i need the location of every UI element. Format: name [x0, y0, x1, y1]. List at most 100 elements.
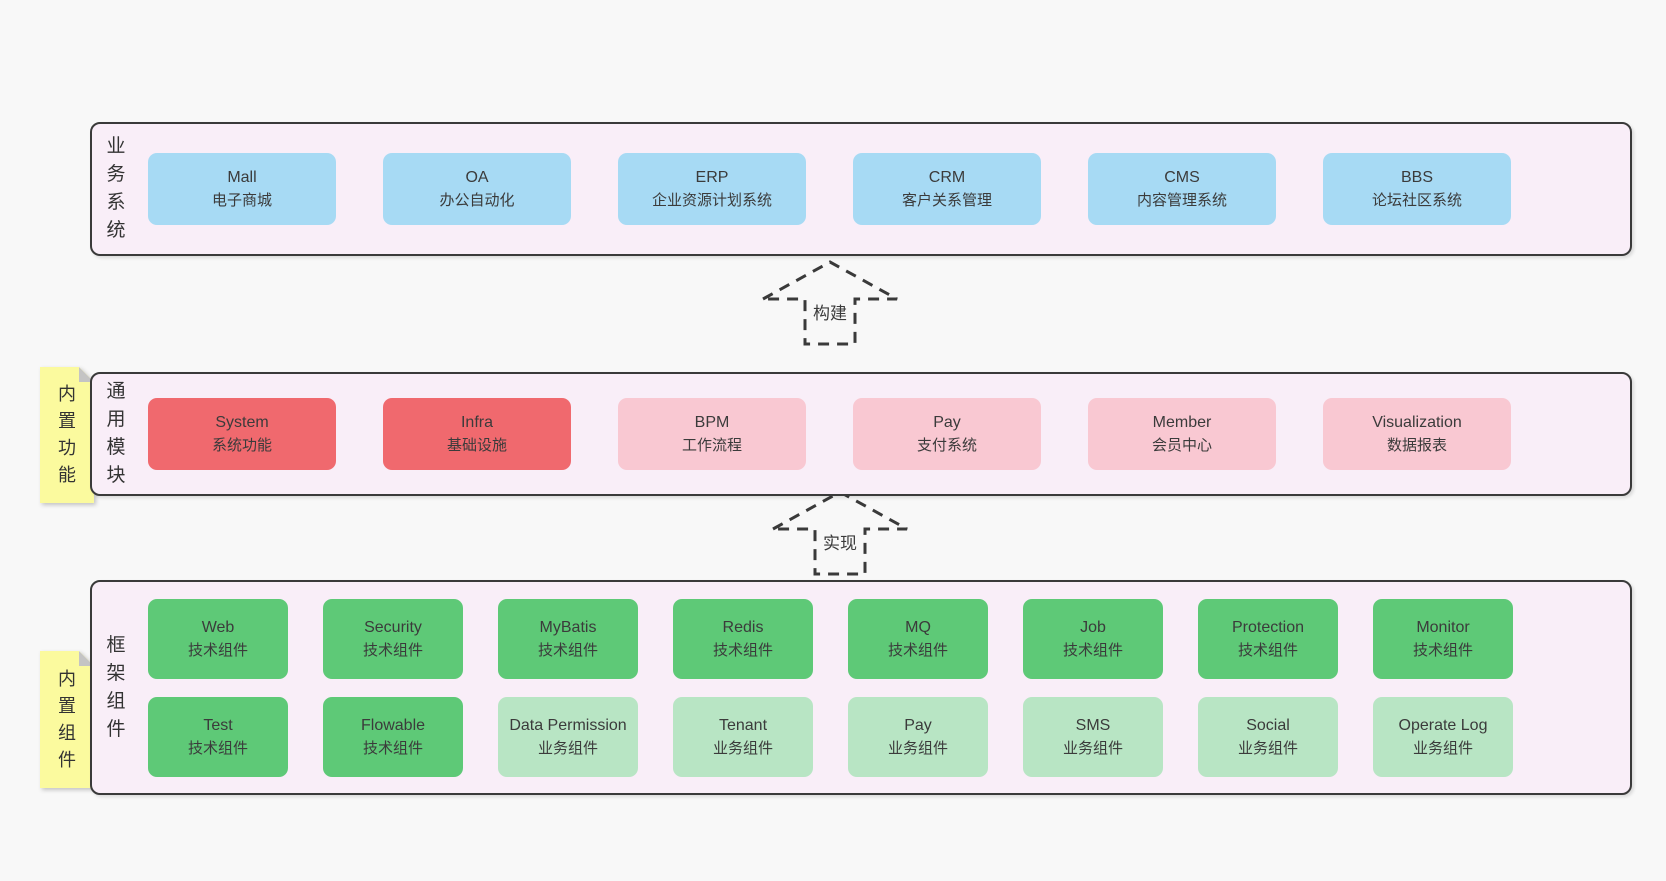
panel-label-modules: 通用模块	[106, 381, 126, 486]
box-title: Operate Log	[1398, 716, 1488, 734]
business-box-row: Mall 电子商城 OA 办公自动化 ERP 企业资源计划系统 CRM 客户关系…	[148, 153, 1511, 225]
component-box-monitor: Monitor 技术组件	[1373, 598, 1513, 679]
box-subtitle: 技术组件	[187, 739, 248, 757]
sticky-note-builtin-features: 内置功能	[40, 367, 94, 503]
component-box-security: Security 技术组件	[323, 598, 463, 679]
framework-components-panel: 框架组件 Web 技术组件 Security 技术组件 MyBatis 技术组件…	[90, 580, 1632, 795]
box-title: System	[215, 414, 269, 431]
sticky-note-builtin-components: 内置组件	[40, 651, 94, 788]
box-subtitle: 技术组件	[712, 641, 773, 659]
component-box-test: Test 技术组件	[148, 696, 288, 777]
box-title: Redis	[722, 618, 764, 636]
box-title: Flowable	[360, 716, 426, 734]
box-subtitle: 办公自动化	[439, 192, 515, 209]
box-subtitle: 支付系统	[916, 437, 977, 454]
box-title: MyBatis	[539, 618, 597, 636]
component-box-pay: Pay 业务组件	[848, 696, 988, 777]
box-subtitle: 内容管理系统	[1136, 192, 1227, 209]
box-title: Social	[1246, 716, 1290, 734]
box-subtitle: 业务组件	[537, 739, 598, 757]
system-box-erp: ERP 企业资源计划系统	[618, 153, 806, 225]
box-subtitle: 论坛社区系统	[1371, 192, 1462, 209]
component-box-flowable: Flowable 技术组件	[323, 696, 463, 777]
common-modules-panel: 通用模块 System 系统功能 Infra 基础设施 BPM 工作流程 Pay…	[90, 372, 1632, 496]
box-subtitle: 技术组件	[362, 739, 423, 757]
box-subtitle: 技术组件	[1237, 641, 1298, 659]
box-title: BBS	[1400, 169, 1433, 186]
module-box-member: Member 会员中心	[1088, 398, 1276, 470]
box-subtitle: 技术组件	[537, 641, 598, 659]
dashed-arrow-icon	[772, 490, 908, 576]
box-subtitle: 数据报表	[1386, 437, 1447, 454]
business-systems-panel: 业务系统 Mall 电子商城 OA 办公自动化 ERP 企业资源计划系统 CRM…	[90, 122, 1632, 256]
component-box-job: Job 技术组件	[1023, 598, 1163, 679]
box-title: Security	[364, 618, 422, 636]
component-box-protection: Protection 技术组件	[1198, 598, 1338, 679]
box-subtitle: 业务组件	[1412, 739, 1473, 757]
module-box-bpm: BPM 工作流程	[618, 398, 806, 470]
box-title: Protection	[1231, 618, 1305, 636]
module-box-infra: Infra 基础设施	[383, 398, 571, 470]
box-subtitle: 企业资源计划系统	[651, 192, 772, 209]
box-subtitle: 基础设施	[446, 437, 507, 454]
box-subtitle: 电子商城	[211, 192, 272, 209]
box-title: MQ	[905, 618, 931, 636]
box-title: Pay	[904, 716, 932, 734]
box-subtitle: 系统功能	[211, 437, 272, 454]
box-title: Job	[1080, 618, 1106, 636]
box-subtitle: 会员中心	[1151, 437, 1212, 454]
component-box-operate-log: Operate Log 业务组件	[1373, 696, 1513, 777]
component-box-mq: MQ 技术组件	[848, 598, 988, 679]
box-title: SMS	[1075, 716, 1111, 734]
module-box-pay: Pay 支付系统	[853, 398, 1041, 470]
box-subtitle: 工作流程	[681, 437, 742, 454]
component-box-web: Web 技术组件	[148, 598, 288, 679]
box-title: Infra	[460, 414, 493, 431]
box-title: Web	[201, 618, 235, 636]
system-box-mall: Mall 电子商城	[148, 153, 336, 225]
box-subtitle: 业务组件	[887, 739, 948, 757]
box-title: ERP	[695, 169, 729, 186]
module-box-system: System 系统功能	[148, 398, 336, 470]
component-box-data-permission: Data Permission 业务组件	[498, 696, 638, 777]
box-title: Tenant	[718, 716, 768, 734]
box-subtitle: 业务组件	[1062, 739, 1123, 757]
arrow-label-implement: 实现	[818, 527, 862, 556]
sticky-label: 内置功能	[58, 384, 76, 485]
framework-row-2: Test 技术组件 Flowable 技术组件 Data Permission …	[148, 696, 1513, 777]
box-subtitle: 技术组件	[187, 641, 248, 659]
arrow-label-build: 构建	[808, 297, 852, 326]
box-subtitle: 技术组件	[887, 641, 948, 659]
panel-label-business: 业务系统	[106, 136, 126, 241]
box-title: Test	[203, 716, 233, 734]
box-subtitle: 业务组件	[712, 739, 773, 757]
box-title: Pay	[933, 414, 961, 431]
box-title: CMS	[1164, 169, 1200, 186]
box-title: OA	[465, 169, 489, 186]
system-box-cms: CMS 内容管理系统	[1088, 153, 1276, 225]
up-arrow-build: 构建	[757, 257, 903, 349]
component-box-sms: SMS 业务组件	[1023, 696, 1163, 777]
framework-row-1: Web 技术组件 Security 技术组件 MyBatis 技术组件 Redi…	[148, 598, 1513, 679]
dashed-arrow-icon	[762, 260, 898, 346]
system-box-bbs: BBS 论坛社区系统	[1323, 153, 1511, 225]
component-box-tenant: Tenant 业务组件	[673, 696, 813, 777]
box-title: CRM	[928, 169, 966, 186]
box-title: Member	[1152, 414, 1212, 431]
modules-box-row: System 系统功能 Infra 基础设施 BPM 工作流程 Pay 支付系统…	[148, 398, 1511, 470]
system-box-oa: OA 办公自动化	[383, 153, 571, 225]
system-box-crm: CRM 客户关系管理	[853, 153, 1041, 225]
module-box-visualization: Visualization 数据报表	[1323, 398, 1511, 470]
sticky-label: 内置组件	[58, 668, 76, 770]
component-box-redis: Redis 技术组件	[673, 598, 813, 679]
framework-grid: Web 技术组件 Security 技术组件 MyBatis 技术组件 Redi…	[148, 598, 1513, 777]
box-subtitle: 技术组件	[1412, 641, 1473, 659]
box-subtitle: 客户关系管理	[901, 192, 992, 209]
box-title: Mall	[227, 169, 257, 186]
box-subtitle: 技术组件	[1062, 641, 1123, 659]
component-box-social: Social 业务组件	[1198, 696, 1338, 777]
panel-label-framework: 框架组件	[106, 634, 126, 740]
box-title: Visualization	[1372, 414, 1462, 431]
box-title: BPM	[694, 414, 730, 431]
box-subtitle: 技术组件	[362, 641, 423, 659]
